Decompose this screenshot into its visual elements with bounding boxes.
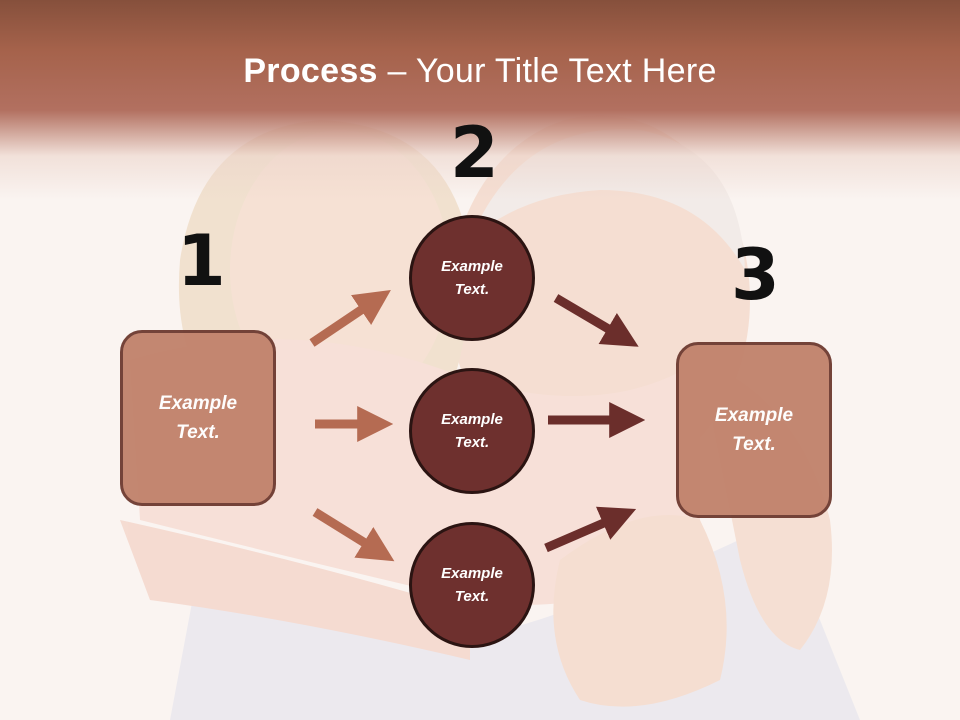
step-number-2: 2 xyxy=(450,112,499,194)
step-box-1-label: Example Text. xyxy=(158,393,238,443)
header-band xyxy=(0,0,960,200)
arrow-circle3-to-box3 xyxy=(544,506,637,553)
slide-title: Process – Your Title Text Here xyxy=(0,52,960,91)
step-number-1: 1 xyxy=(177,220,226,302)
step-circle-1: Example Text. xyxy=(409,215,535,341)
step-box-3-label: Example Text. xyxy=(714,405,794,455)
step-box-3: Example Text. xyxy=(676,342,832,518)
step-circle-2-label: Example Text. xyxy=(441,411,503,451)
step-circle-2: Example Text. xyxy=(409,368,535,494)
step-circle-1-label: Example Text. xyxy=(441,258,503,298)
step-box-1: Example Text. xyxy=(120,330,276,506)
arrow-box1-to-circle1 xyxy=(309,289,391,347)
title-rest: – Your Title Text Here xyxy=(377,52,717,90)
title-bold: Process xyxy=(243,52,378,90)
arrow-box1-to-circle3 xyxy=(312,508,395,562)
step-number-3: 3 xyxy=(731,234,780,316)
step-circle-3-label: Example Text. xyxy=(441,565,503,605)
step-circle-3: Example Text. xyxy=(409,522,535,648)
arrow-circle1-to-box3 xyxy=(553,294,639,347)
